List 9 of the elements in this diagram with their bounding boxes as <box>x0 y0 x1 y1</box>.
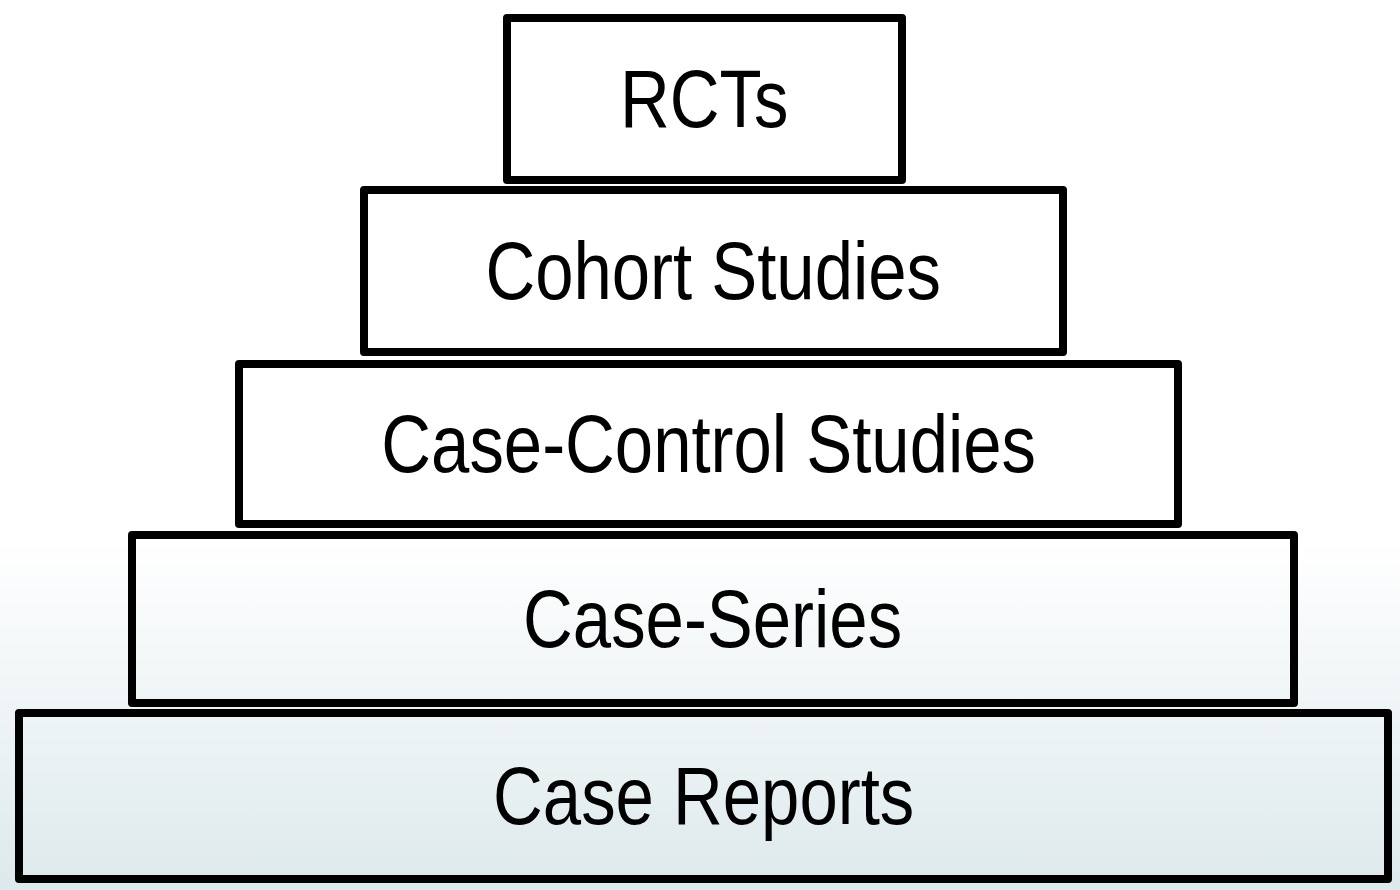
pyramid-tier <box>128 531 1298 707</box>
pyramid-tier <box>503 14 906 184</box>
pyramid-tier <box>235 360 1182 528</box>
tier-label: Case-Series <box>523 578 903 660</box>
tier-label: RCTs <box>620 58 789 140</box>
pyramid-tier <box>15 709 1392 883</box>
tier-label: Case-Control Studies <box>381 403 1036 485</box>
pyramid-tier <box>360 186 1067 356</box>
tier-label: Cohort Studies <box>485 230 942 312</box>
